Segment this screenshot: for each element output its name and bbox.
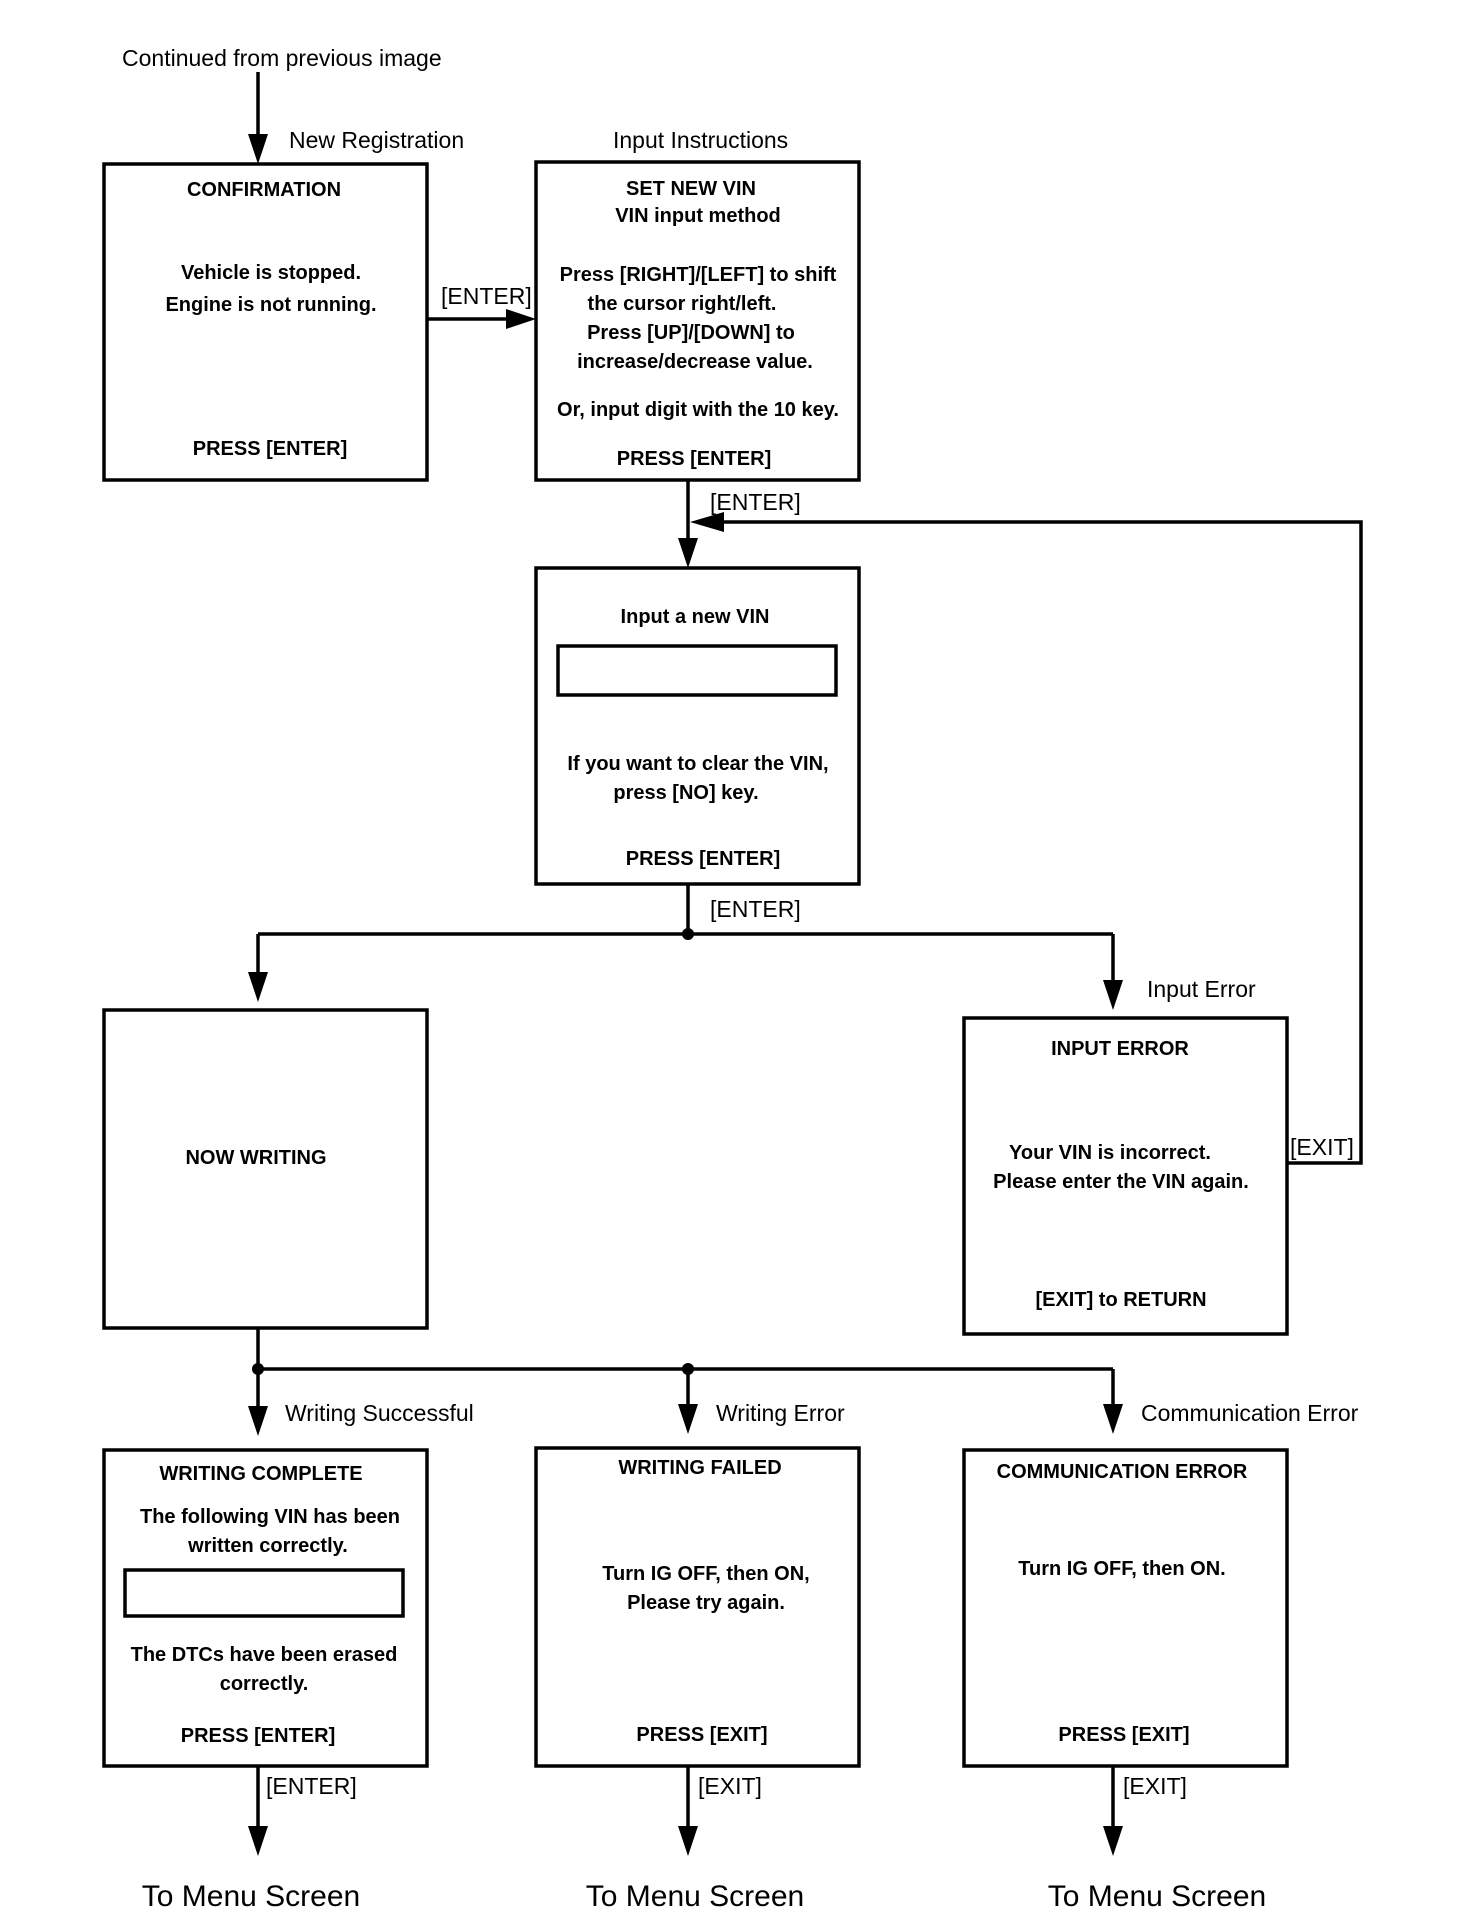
arrowhead-down-writing-failed [678, 1404, 698, 1434]
arrowheads [248, 134, 1123, 1856]
enter-label-confirmation: [ENTER] [441, 283, 532, 309]
exit-label-communication-error: [EXIT] [1123, 1773, 1187, 1799]
screen-title: NOW WRITING [185, 1147, 326, 1169]
screen-text-line: Press [UP]/[DOWN] to [587, 322, 795, 344]
screen-text-line: The DTCs have been erased [131, 1644, 398, 1666]
screen-subtitle: VIN input method [615, 205, 781, 227]
arrowhead-left-loop [690, 512, 724, 532]
screen-title: WRITING COMPLETE [159, 1463, 362, 1485]
screen-title: INPUT ERROR [1051, 1038, 1189, 1060]
screen-title: COMMUNICATION ERROR [997, 1461, 1248, 1483]
writing-successful-label: Writing Successful [285, 1400, 474, 1426]
screen-title: Input a new VIN [621, 606, 770, 628]
screen-input-vin: Input a new VIN If you want to clear the… [534, 566, 861, 886]
screen-text-line: Please enter the VIN again. [993, 1171, 1249, 1193]
screen-text-line: the cursor right/left. [588, 293, 777, 315]
arrowhead-down-input-vin [678, 538, 698, 568]
arrowhead-down-menu-3 [1103, 1826, 1123, 1856]
junction-dot-lower-left [252, 1363, 264, 1375]
continued-label: Continued from previous image [122, 45, 442, 71]
flow-labels: Continued from previous image New Regist… [122, 45, 1359, 1913]
enter-label-set-vin: [ENTER] [710, 489, 801, 515]
arrowhead-down-confirmation [248, 134, 268, 164]
screen-text-line: Your VIN is incorrect. [1009, 1142, 1211, 1164]
screen-text-line: Turn IG OFF, then ON. [1018, 1558, 1225, 1580]
arrowhead-right-set-vin [506, 309, 536, 329]
to-menu-screen-2: To Menu Screen [586, 1880, 804, 1913]
screen-now-writing: NOW WRITING [102, 1008, 429, 1330]
screen-confirmation: CONFIRMATION Vehicle is stopped. Engine … [102, 162, 429, 482]
arrowhead-down-menu-1 [248, 1826, 268, 1856]
arrowhead-down-writing-complete [248, 1406, 268, 1436]
screen-title: CONFIRMATION [187, 179, 341, 201]
arrowhead-down-input-error [1103, 980, 1123, 1010]
to-menu-screen-1: To Menu Screen [142, 1880, 360, 1913]
written-vin-field [123, 1568, 405, 1618]
enter-label-writing-complete: [ENTER] [266, 1773, 357, 1799]
screen-set-new-vin: SET NEW VIN VIN input method Press [RIGH… [534, 160, 861, 482]
arrowhead-down-menu-2 [678, 1826, 698, 1856]
screen-footer: [EXIT] to RETURN [1035, 1289, 1206, 1311]
communication-error-label: Communication Error [1141, 1400, 1359, 1426]
screen-footer: PRESS [ENTER] [181, 1725, 335, 1747]
screen-text-line: press [NO] key. [613, 782, 758, 804]
screen-communication-error: COMMUNICATION ERROR Turn IG OFF, then ON… [962, 1448, 1289, 1768]
screen-footer: PRESS [ENTER] [626, 848, 780, 870]
screen-text-line: written correctly. [187, 1535, 348, 1557]
connectors [252, 72, 1363, 1836]
screen-text-line: Engine is not running. [165, 294, 376, 316]
screen-input-error: INPUT ERROR Your VIN is incorrect. Pleas… [962, 1016, 1289, 1336]
exit-label-writing-failed: [EXIT] [698, 1773, 762, 1799]
screen-writing-complete: WRITING COMPLETE The following VIN has b… [102, 1448, 429, 1768]
screen-text-line: If you want to clear the VIN, [567, 753, 828, 775]
arrowhead-down-communication-error [1103, 1404, 1123, 1434]
screen-text-line: Please try again. [627, 1592, 785, 1614]
screen-writing-failed: WRITING FAILED Turn IG OFF, then ON, Ple… [534, 1446, 861, 1768]
exit-loop-label: [EXIT] [1290, 1134, 1354, 1160]
screen-text-line: Vehicle is stopped. [181, 262, 361, 284]
enter-label-input-vin: [ENTER] [710, 896, 801, 922]
junction-dot-lower-center [682, 1363, 694, 1375]
loop-line-input-error-to-input-vin [712, 520, 1363, 1165]
screen-text-line: Press [RIGHT]/[LEFT] to shift [560, 264, 837, 286]
screen-title: SET NEW VIN [626, 178, 756, 200]
input-error-flow-label: Input Error [1147, 976, 1256, 1002]
new-registration-label: New Registration [289, 127, 464, 153]
input-instructions-label: Input Instructions [613, 127, 788, 153]
screen-footer: PRESS [EXIT] [636, 1724, 767, 1746]
screen-text-line: correctly. [220, 1673, 309, 1695]
screen-text-line: Or, input digit with the 10 key. [557, 399, 839, 421]
junction-dot-upper [682, 928, 694, 940]
writing-error-label: Writing Error [716, 1400, 845, 1426]
arrowhead-down-now-writing [248, 972, 268, 1002]
screen-text-line: The following VIN has been [140, 1506, 400, 1528]
screen-text-line: increase/decrease value. [577, 351, 813, 373]
screen-text-line: Turn IG OFF, then ON, [602, 1563, 809, 1585]
vin-input-field[interactable] [556, 644, 838, 697]
screen-footer: PRESS [ENTER] [617, 448, 771, 470]
to-menu-screen-3: To Menu Screen [1048, 1880, 1266, 1913]
screen-footer: PRESS [EXIT] [1058, 1724, 1189, 1746]
screen-footer: PRESS [ENTER] [193, 438, 347, 460]
screen-title: WRITING FAILED [618, 1457, 781, 1479]
